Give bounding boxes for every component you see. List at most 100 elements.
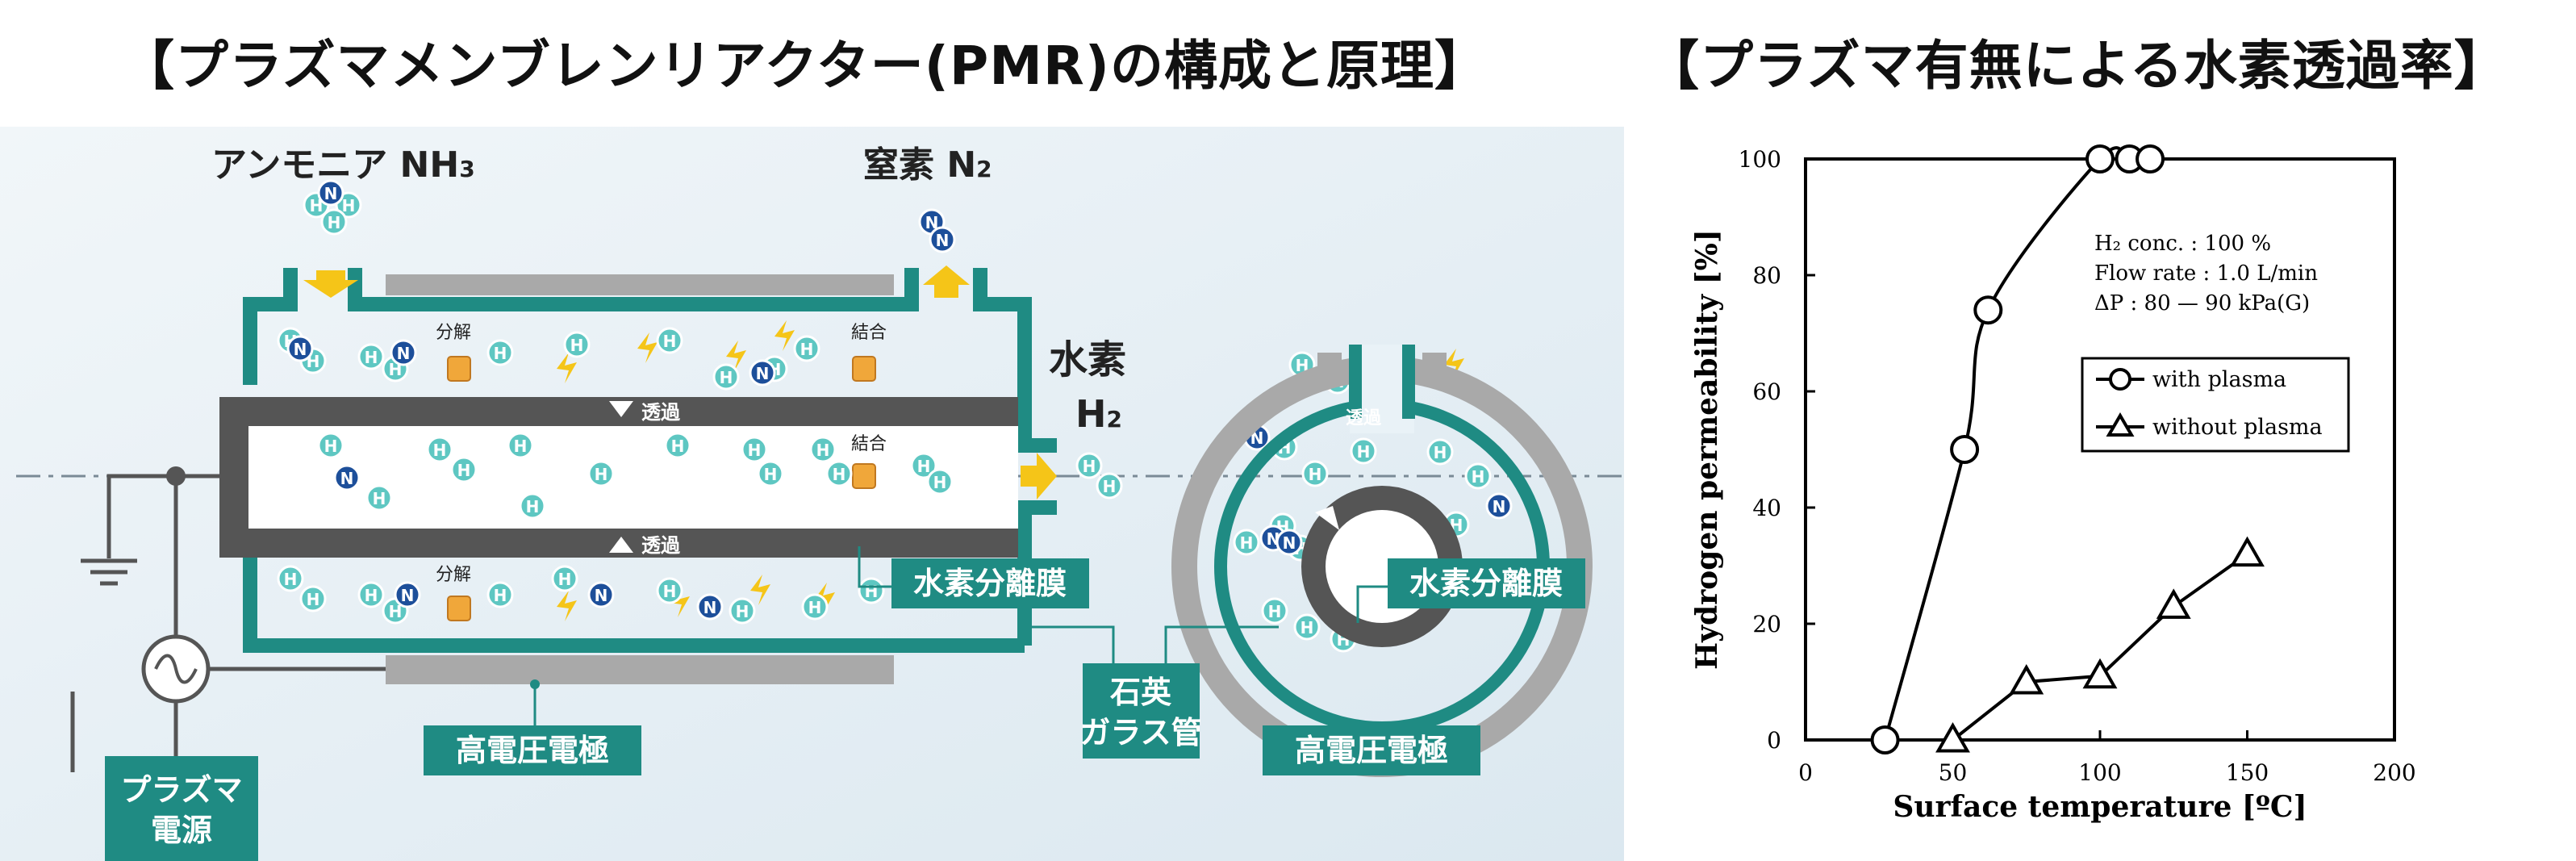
svg-text:H: H bbox=[494, 586, 507, 605]
combine-label-mid: 結合 bbox=[851, 434, 887, 454]
y-tick-label: 40 bbox=[1752, 495, 1781, 521]
quartz-tube-top bbox=[243, 268, 298, 385]
decompose-label-bottom: 分解 bbox=[436, 565, 471, 585]
hydrogen-atom: H bbox=[801, 593, 829, 621]
hydrogen-atom: H bbox=[656, 577, 683, 604]
permeate-label-bottom: 透過 bbox=[641, 534, 681, 557]
membrane-tube-left bbox=[219, 397, 248, 558]
electrode-label-box bbox=[424, 725, 641, 775]
hydrogen-atom: H bbox=[910, 452, 937, 479]
callout-line-membrane bbox=[858, 546, 891, 588]
svg-text:H: H bbox=[514, 437, 528, 456]
top-electrode-bar bbox=[386, 274, 894, 295]
svg-text:H: H bbox=[736, 602, 749, 621]
svg-text:H: H bbox=[1357, 442, 1371, 462]
x-tick-label: 0 bbox=[1798, 759, 1813, 786]
cross-membrane-label: 水素分離膜 bbox=[1409, 566, 1563, 601]
hydrogen-atom: H bbox=[664, 432, 691, 459]
svg-text:H: H bbox=[833, 465, 846, 484]
nitrogen-atom: N bbox=[394, 581, 421, 608]
svg-text:H: H bbox=[526, 497, 540, 516]
hydrogen-atom: H bbox=[317, 432, 344, 459]
hydrogen-atom: H bbox=[1261, 597, 1288, 625]
data-point-without-plasma bbox=[2082, 658, 2118, 689]
svg-text:H: H bbox=[663, 582, 677, 601]
hydrogen-atom: H bbox=[809, 436, 837, 463]
nitrogen-atom: N bbox=[317, 179, 344, 207]
x-tick-label: 50 bbox=[1939, 759, 1968, 786]
x-axis-label: Surface temperature [ºC] bbox=[1893, 790, 2307, 824]
x-tick-label: 200 bbox=[2373, 759, 2415, 786]
decompose-icon bbox=[447, 356, 876, 621]
svg-text:H: H bbox=[671, 437, 685, 456]
quartz-tube-bottom bbox=[243, 546, 1025, 653]
hydrogen-atom: H bbox=[450, 456, 478, 483]
cross-membrane-label-box bbox=[1388, 558, 1585, 608]
ammonia-label: アンモニア NH3 bbox=[211, 144, 475, 186]
legend-marker-with bbox=[2109, 368, 2131, 391]
quartz-label-box bbox=[1083, 663, 1200, 759]
svg-text:N: N bbox=[294, 340, 307, 359]
quartz-label-2: ガラス管 bbox=[1079, 715, 1201, 750]
nitrogen-atom: N bbox=[1485, 492, 1513, 520]
cross-electrode-label: 高電圧電極 bbox=[1295, 733, 1448, 768]
cross-electrode-label-box bbox=[1263, 725, 1480, 775]
svg-text:H: H bbox=[816, 441, 830, 460]
cross-permeate-arrow bbox=[1315, 506, 1339, 530]
annotation-h2-conc: H₂ conc. : 100 % bbox=[2094, 232, 2271, 256]
svg-text:H: H bbox=[342, 196, 356, 215]
hydrogen-atom: H bbox=[519, 492, 546, 520]
hydrogen-atom: H bbox=[656, 327, 683, 354]
x-tick-label: 100 bbox=[2078, 759, 2121, 786]
svg-text:H: H bbox=[328, 213, 341, 232]
hydrogen-atom: H bbox=[825, 460, 853, 487]
hydrogen-atom: H bbox=[563, 331, 591, 358]
svg-text:H: H bbox=[865, 582, 879, 601]
legend-marker-without bbox=[2106, 412, 2135, 437]
hydrogen-atom: H bbox=[486, 339, 514, 366]
hydrogen-atom: H bbox=[729, 597, 756, 625]
hydrogen-atom: H bbox=[277, 565, 304, 592]
svg-text:H: H bbox=[1472, 467, 1485, 487]
hydrogen-atom: H bbox=[1293, 613, 1321, 641]
data-point-with-plasma bbox=[1973, 295, 2003, 325]
svg-text:N: N bbox=[595, 586, 608, 605]
hydrogen-atom: H bbox=[365, 484, 393, 512]
hydrogen-atom: H bbox=[757, 460, 784, 487]
hydrogen-atom: H bbox=[1075, 452, 1103, 479]
annotation-delta-p: ΔP : 80 — 90 kPa(G) bbox=[2094, 291, 2310, 316]
bottom-electrode-bar bbox=[386, 655, 894, 684]
hydrogen-atom: H bbox=[1301, 460, 1329, 487]
ground-icon bbox=[81, 558, 137, 586]
svg-text:H: H bbox=[1083, 457, 1096, 476]
nitrogen-atom: N bbox=[929, 226, 956, 253]
hydrogen-atom: H bbox=[507, 432, 534, 459]
quartz-tube-top-right bbox=[348, 268, 919, 311]
svg-text:H: H bbox=[1301, 618, 1314, 637]
cross-permeate-label: 透過 bbox=[1346, 408, 1382, 428]
nitrogen-atom: N bbox=[286, 335, 314, 362]
svg-text:H: H bbox=[1434, 443, 1447, 462]
hydrogen-atom: H bbox=[486, 581, 514, 608]
svg-text:H: H bbox=[570, 336, 584, 355]
svg-text:H: H bbox=[1103, 477, 1117, 496]
svg-text:N: N bbox=[1283, 533, 1296, 553]
nitrogen-atom: N bbox=[333, 464, 361, 491]
svg-text:N: N bbox=[756, 364, 770, 383]
y-tick-label: 60 bbox=[1752, 378, 1781, 405]
hydrogen-atom: H bbox=[299, 347, 327, 374]
svg-text:H: H bbox=[365, 348, 378, 367]
hydrogen-atom: H bbox=[1350, 437, 1377, 465]
svg-text:N: N bbox=[397, 344, 411, 363]
data-point-without-plasma bbox=[2156, 588, 2191, 619]
svg-text:H: H bbox=[433, 441, 447, 460]
svg-text:H: H bbox=[748, 441, 762, 460]
hydrogen-atom: H bbox=[426, 436, 453, 463]
data-point-with-plasma bbox=[2085, 144, 2115, 173]
hydrogen-atom: H bbox=[926, 468, 954, 495]
marks-group bbox=[1870, 144, 2265, 754]
annotation-flow-rate: Flow rate : 1.0 L/min bbox=[2094, 261, 2318, 286]
callout-line-cross-membrane bbox=[1356, 585, 1388, 623]
decompose-label-top: 分解 bbox=[436, 323, 471, 343]
